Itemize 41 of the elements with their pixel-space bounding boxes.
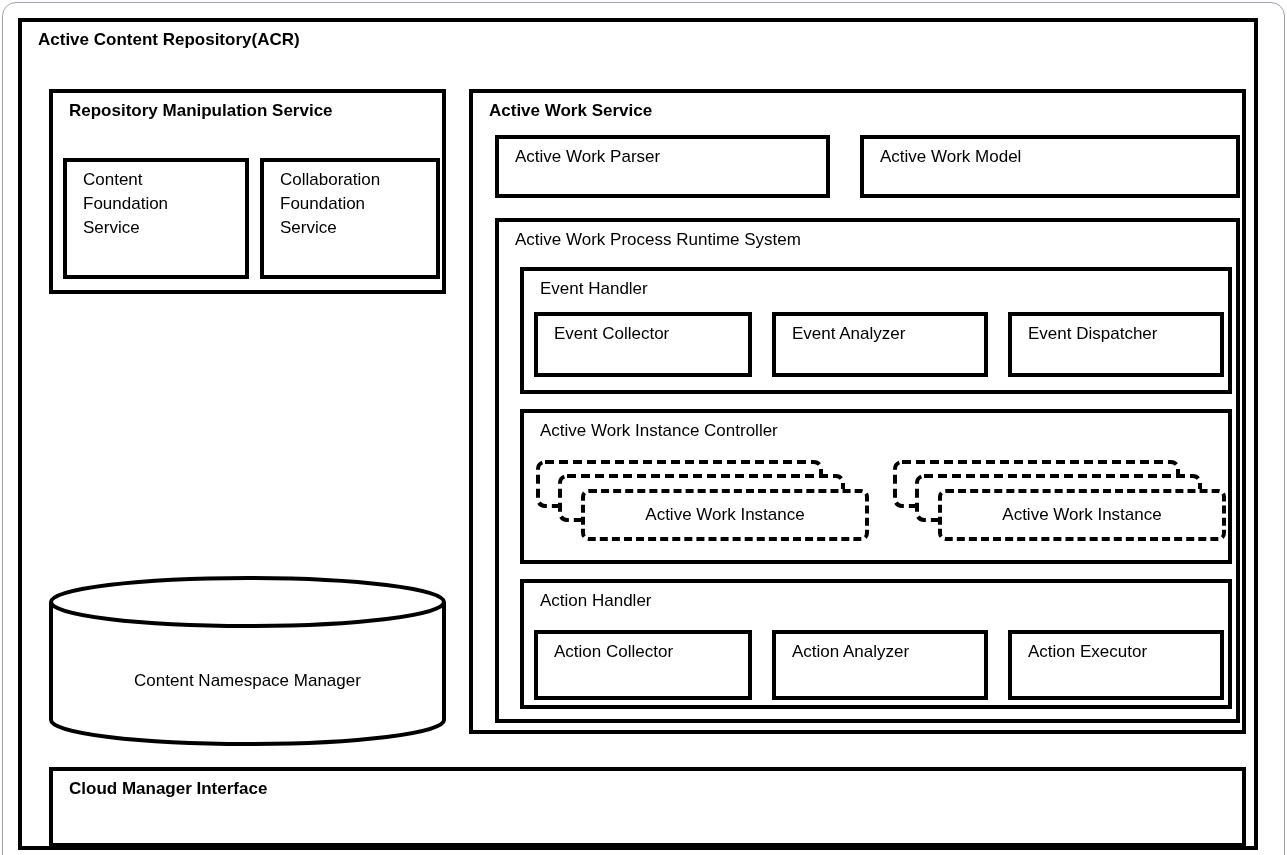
component-box [1008, 630, 1224, 700]
component-box [534, 630, 752, 700]
box-label: Action Analyzer [792, 641, 911, 663]
component-box [772, 312, 988, 377]
database-cylinder [49, 576, 446, 746]
box-label: Active Work Instance [1002, 504, 1162, 526]
interface-box [49, 767, 1246, 847]
service-box [49, 89, 446, 294]
handler-box [520, 579, 1232, 709]
box-label: Active Work Parser [515, 146, 662, 168]
box-label: Action Collector [554, 641, 675, 663]
box-label: Active Work Instance [645, 504, 805, 526]
stacked-instance-boxes [536, 460, 869, 541]
component-box [495, 135, 830, 198]
component-box [860, 135, 1240, 198]
heading-label: Cloud Manager Interface [69, 778, 269, 800]
box-label: Action Executor [1028, 641, 1149, 663]
box-label: Event Analyzer [792, 323, 907, 345]
component-box [772, 630, 988, 700]
box-label: Active Work Model [880, 146, 1023, 168]
heading-label: Active Work Service [489, 100, 654, 122]
component-box [534, 312, 752, 377]
service-box [469, 89, 1246, 734]
controller-box [520, 409, 1232, 564]
box-label: Event Collector [554, 323, 671, 345]
heading-label: Repository Manipulation Service [69, 100, 334, 122]
handler-box [520, 267, 1232, 394]
component-box [260, 158, 440, 279]
box-label: Content Namespace Manager [134, 670, 361, 692]
box-label: Event Handler [540, 278, 649, 300]
component-box [63, 158, 249, 279]
heading-label: Active Content Repository(ACR) [38, 29, 301, 51]
stacked-instance-boxes [893, 460, 1226, 541]
box-label: Action Handler [540, 590, 653, 612]
box-label: Event Dispatcher [1028, 323, 1159, 345]
component-box [1008, 312, 1224, 377]
box-label: Collaboration Foundation Service [280, 169, 382, 239]
subsystem-box [495, 218, 1240, 723]
box-label: Active Work Instance Controller [540, 420, 779, 442]
box-label: Active Work Process Runtime System [515, 229, 802, 251]
box-label: Content Foundation Service [83, 169, 170, 239]
